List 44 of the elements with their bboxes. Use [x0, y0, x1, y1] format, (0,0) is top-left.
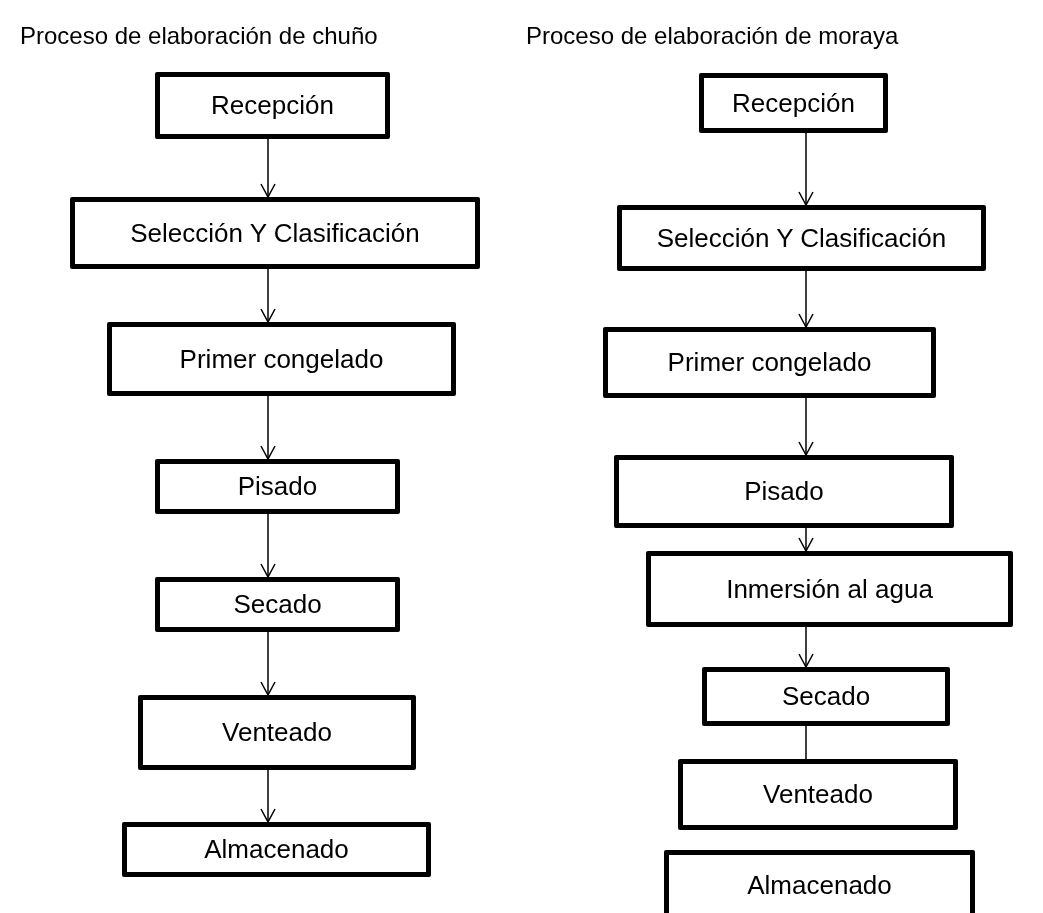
arrow: [260, 395, 276, 460]
process-box: [664, 850, 975, 913]
step-label: Pisado: [237, 471, 318, 502]
process-box: [617, 205, 986, 271]
step-label: Primer congelado: [179, 343, 384, 375]
step-label: Selección Y Clasificación: [130, 217, 420, 249]
process-box: [122, 822, 431, 877]
arrow: [798, 527, 814, 552]
step-label: Primer congelado: [667, 347, 872, 378]
arrow: [260, 513, 276, 578]
step-label: Almacenado: [204, 834, 349, 865]
step-label: Recepción: [211, 90, 334, 121]
process-box: [155, 577, 400, 632]
arrow: [260, 268, 276, 323]
column-heading: Proceso de elaboración de moraya: [526, 22, 899, 50]
column-heading: Proceso de elaboración de chuño: [20, 22, 378, 50]
process-box: [107, 322, 456, 396]
step-label: Pisado: [744, 476, 824, 507]
step-label: Inmersión al agua: [726, 573, 933, 605]
process-box: [646, 551, 1013, 627]
step-label: Recepción: [732, 87, 855, 119]
process-box: [155, 72, 390, 139]
process-box: [155, 459, 400, 514]
step-label: Venteado: [763, 779, 873, 810]
arrow: [798, 132, 814, 206]
arrow: [798, 626, 814, 668]
arrow: [798, 397, 814, 456]
arrow: [260, 769, 276, 823]
process-box: [699, 73, 888, 133]
step-label: Secado: [781, 681, 871, 712]
process-box: [70, 197, 480, 269]
step-label: Almacenado: [747, 869, 892, 901]
arrow: [798, 270, 814, 328]
arrow: [260, 138, 276, 198]
process-box: [678, 759, 958, 830]
connector-line: [805, 725, 807, 760]
process-box: [614, 455, 954, 528]
step-label: Venteado: [222, 717, 332, 748]
process-box: [138, 695, 416, 770]
step-label: Secado: [233, 589, 322, 620]
arrow: [260, 631, 276, 696]
process-box: [603, 327, 936, 398]
process-box: [702, 667, 950, 726]
step-label: Selección Y Clasificación: [656, 222, 947, 254]
